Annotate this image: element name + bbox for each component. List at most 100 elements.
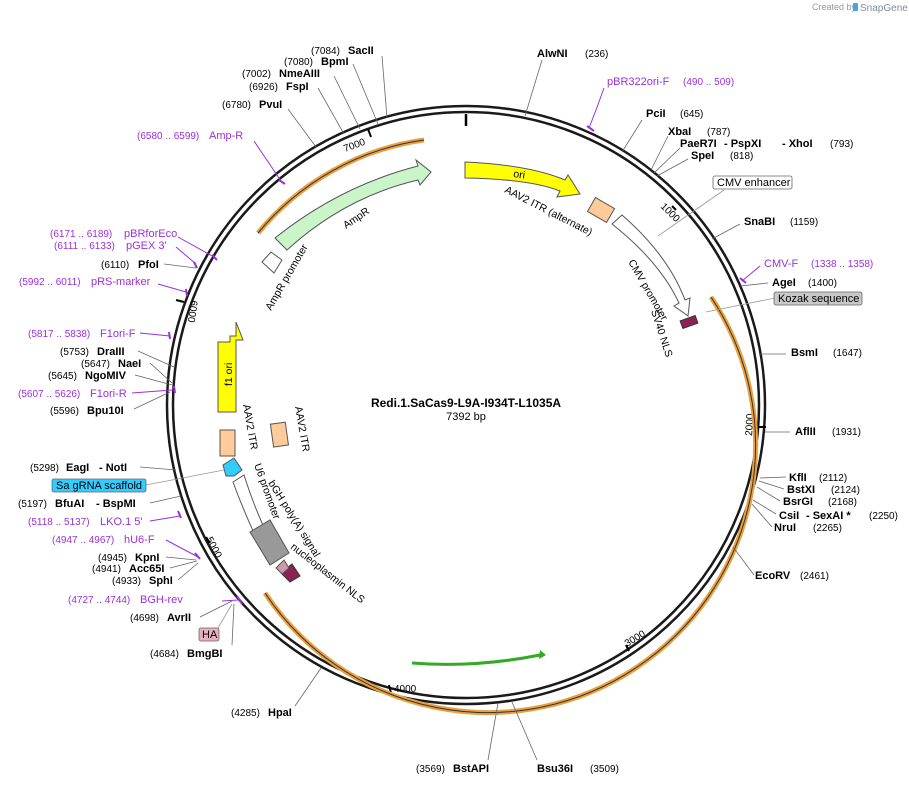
site-alwni: AlwNI <box>537 48 568 60</box>
primer-f1ori-r: F1ori-R <box>90 388 127 400</box>
site-eagi-pos: (5298) <box>30 463 59 474</box>
primer-amp-r: Amp-R <box>209 130 243 142</box>
site-bpu10i: Bpu10I <box>87 405 124 417</box>
snapgene-logo-icon <box>853 3 858 11</box>
primer-f1ori-r-range: (5607 .. 5626) <box>18 389 80 400</box>
site-fspi: FspI <box>286 81 309 93</box>
site-spei-pos: (818) <box>730 151 753 162</box>
aav2-itr-alt-label: AAV2 ITR (alternate) <box>503 184 595 239</box>
site-pcii-pos: (645) <box>680 109 703 120</box>
boxed-labels: CMV enhancer Kozak sequence Sa gRNA scaf… <box>51 175 863 642</box>
site-sexai: - SexAI * <box>806 510 851 522</box>
site-sphi: SphI <box>149 575 173 587</box>
ampr-promoter-feature <box>261 251 283 274</box>
tick-5000: 5000 <box>203 535 223 560</box>
primer-pgex3-range: (6111 .. 6133) <box>54 241 115 252</box>
site-kpni-pos: (4945) <box>98 553 127 564</box>
site-pspxi: - PspXI <box>724 138 761 150</box>
site-nmeaiii: NmeAIII <box>279 68 320 80</box>
primers: pBR322ori-F (490 .. 509) CMV-F (1338 .. … <box>18 76 873 606</box>
site-xbai: XbaI <box>668 126 691 138</box>
site-pcii: PciI <box>646 108 666 120</box>
backbone-outer <box>165 104 767 706</box>
green-feature-arc <box>411 653 541 666</box>
site-csii-pos: (2250) <box>869 511 898 522</box>
primer-pgex3: pGEX 3' <box>126 240 167 252</box>
site-naei-pos: (5647) <box>81 359 110 370</box>
site-bsmi: BsmI <box>791 347 818 359</box>
site-xhoi: - XhoI <box>782 138 813 150</box>
site-bfuai-pos: (5197) <box>18 499 47 510</box>
site-kfli: KflI <box>789 472 807 484</box>
tick-7000: 7000 <box>342 137 367 155</box>
primer-hu6-f-range: (4947 .. 4967) <box>52 535 114 546</box>
tick-6000: 6000 <box>185 300 199 324</box>
site-ngomiv: NgoMIV <box>85 370 127 382</box>
site-kfli-pos: (2112) <box>819 473 847 484</box>
site-bmgbi-pos: (4684) <box>150 649 179 660</box>
site-paer7i: PaeR7I <box>680 138 717 150</box>
site-agei-pos: (1400) <box>808 278 837 289</box>
site-noti: - NotI <box>99 462 127 474</box>
site-csii: CsiI <box>779 510 799 522</box>
site-bstapi: BstAPI <box>453 763 489 775</box>
orange-feature-arc-right <box>262 295 759 716</box>
site-bfuai: BfuAI <box>55 498 84 510</box>
primer-f1ori-f: F1ori-F <box>100 328 136 340</box>
sites-right: AlwNI (236) PciI (645) XbaI (787) PaeR7I… <box>524 48 898 582</box>
site-snabi: SnaBI <box>744 216 775 228</box>
ori-feature <box>464 161 581 198</box>
site-eagi: EagI <box>66 462 89 474</box>
site-sphi-pos: (4933) <box>112 576 141 587</box>
f1-ori-feature <box>217 321 244 413</box>
aav2-itr-left-label: AAV2 ITR <box>240 403 260 451</box>
sv40-nls-feature <box>679 314 699 330</box>
site-avrii: AvrII <box>167 612 191 624</box>
site-aflii-pos: (1931) <box>832 427 861 438</box>
cmv-enhancer-box: CMV enhancer <box>717 177 791 189</box>
site-pfoi-pos: (6110) <box>101 260 129 271</box>
ha-tag-box: HA <box>202 629 218 641</box>
bgh-polya-feature <box>249 519 290 566</box>
cmv-promoter-feature <box>611 214 691 317</box>
tick-4000: 4000 <box>394 684 417 695</box>
site-bsmi-pos: (1647) <box>833 348 862 359</box>
primer-cmv-f: CMV-F <box>764 258 799 270</box>
site-xbai-pos: (787) <box>707 127 730 138</box>
site-hpai-pos: (4285) <box>231 708 260 719</box>
sa-grna-feature <box>222 457 243 477</box>
site-kpni: KpnI <box>135 552 159 564</box>
site-agei: AgeI <box>772 277 796 289</box>
site-bsrgi-pos: (2168) <box>828 497 857 508</box>
site-bpmi-pos: (7080) <box>284 57 313 68</box>
primer-pbrforeco: pBRforEco <box>124 228 177 240</box>
backbone-inner <box>171 110 761 700</box>
kozak-sequence-box: Kozak sequence <box>778 293 859 305</box>
site-snabi-pos: (1159) <box>790 217 818 228</box>
site-sacii-pos: (7084) <box>311 46 340 57</box>
site-bsu36i: Bsu36I <box>537 763 573 775</box>
primer-pbrforeco-range: (6171 .. 6189) <box>50 229 112 240</box>
primer-pbr322ori-f-range: (490 .. 509) <box>683 77 734 88</box>
site-bstapi-pos: (3569) <box>416 764 445 775</box>
sites-left: SphI (4933) Acc65I (4941) KpnI (4945) Bf… <box>18 45 388 587</box>
aav2-itr-alt-feature <box>586 196 616 224</box>
site-ngomiv-pos: (5645) <box>48 371 77 382</box>
site-aflii: AflII <box>795 426 816 438</box>
ampr-feature <box>274 158 432 251</box>
plasmid-length: 7392 bp <box>446 411 486 423</box>
site-nmeaiii-pos: (7002) <box>242 69 271 80</box>
site-hpai: HpaI <box>268 707 292 719</box>
primer-pbr322ori-f: pBR322ori-F <box>607 76 670 88</box>
site-bpmi: BpmI <box>321 56 349 68</box>
site-pvui-pos: (6780) <box>222 100 251 111</box>
primer-f1ori-f-range: (5817 .. 5838) <box>28 329 90 340</box>
site-acc65i-pos: (4941) <box>92 564 121 575</box>
primer-cmv-f-range: (1338 .. 1358) <box>811 259 873 270</box>
primer-prs-marker-range: (5992 .. 6011) <box>19 277 81 288</box>
primer-amp-r-range: (6580 .. 6599) <box>137 131 199 142</box>
ori-label: ori <box>513 168 526 182</box>
site-avrii-pos: (4698) <box>130 613 159 624</box>
site-naei: NaeI <box>118 358 141 370</box>
